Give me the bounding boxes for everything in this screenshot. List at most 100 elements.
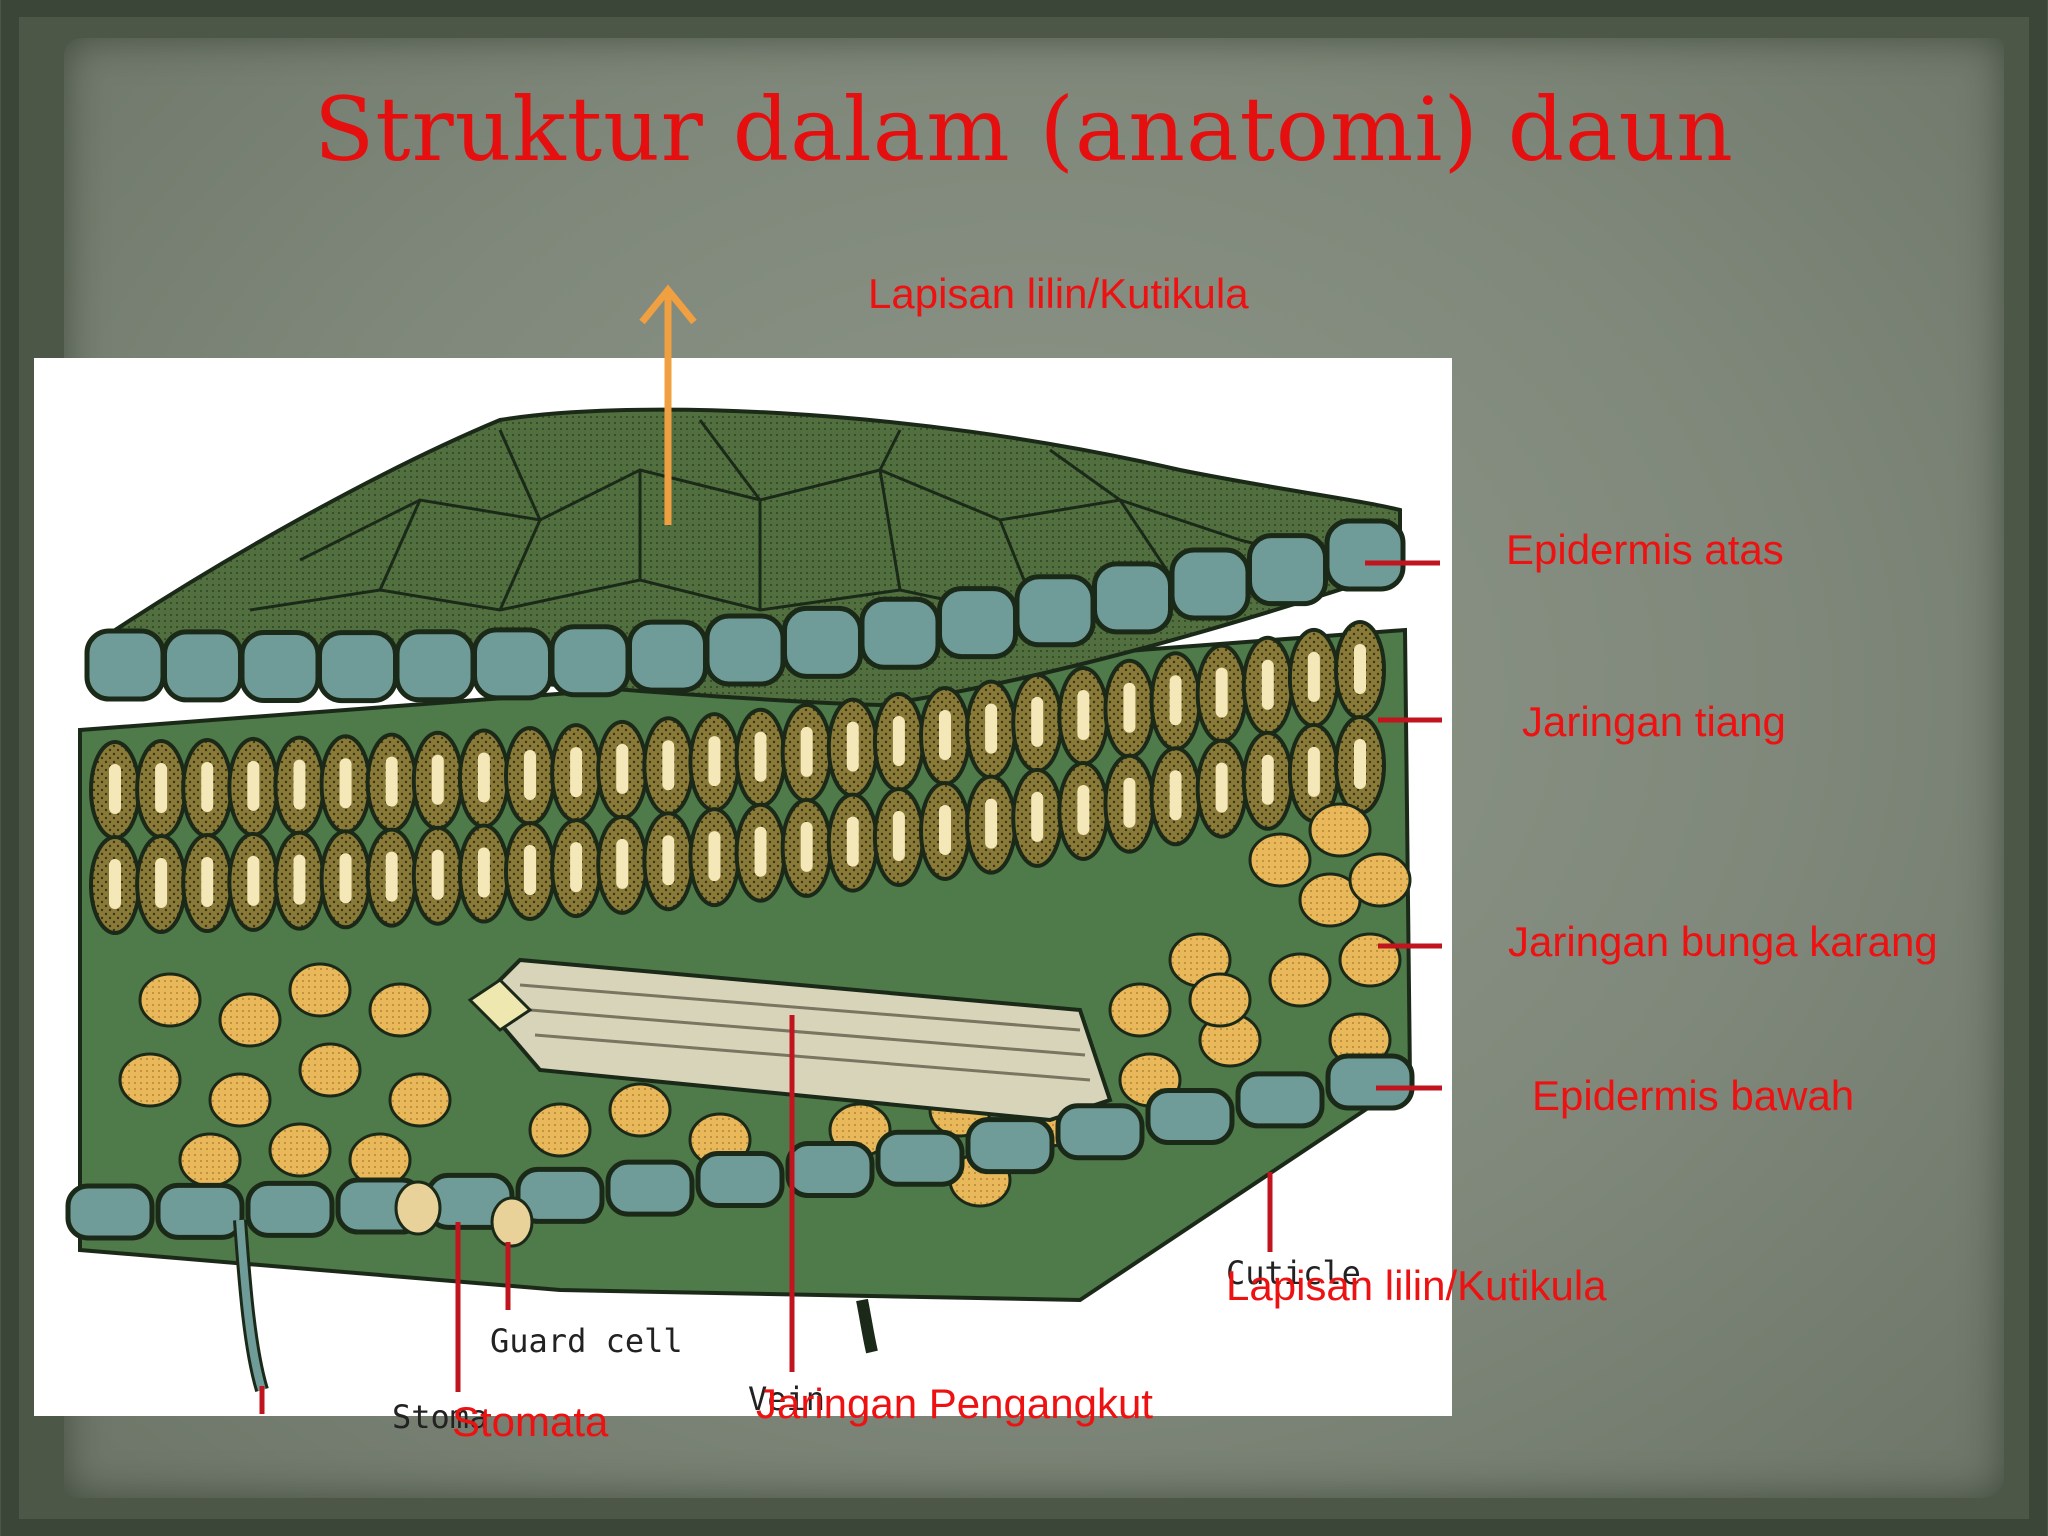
guard-cell-right	[490, 1196, 534, 1248]
palisade-vacuole	[1123, 777, 1136, 828]
palisade-vacuole	[985, 703, 998, 754]
spongy-cell	[1248, 832, 1312, 888]
palisade-vacuole	[524, 844, 536, 895]
spongy-cell	[218, 992, 282, 1048]
upper-epidermis-cell	[394, 629, 476, 703]
upper-epidermis-cell	[1092, 561, 1173, 635]
spongy-cell	[178, 1132, 242, 1188]
label-upper-epidermis: Epidermis atas	[1506, 526, 1784, 573]
palisade-vacuole	[800, 726, 813, 777]
upper-epidermis-cell	[782, 605, 863, 679]
palisade-vacuole	[431, 754, 444, 805]
diagram-label-cuticle: Cuticle	[1226, 1254, 1361, 1292]
palisade-vacuole	[1354, 739, 1366, 789]
palisade-vacuole	[754, 826, 767, 877]
palisade-vacuole	[616, 838, 629, 889]
palisade-vacuole	[201, 762, 214, 813]
diagram-label-vein: Vein	[748, 1380, 825, 1418]
palisade-vacuole	[939, 804, 951, 855]
lower-epidermis-cell	[155, 1182, 245, 1240]
palisade-vacuole	[939, 709, 951, 760]
spongy-cell	[268, 1122, 332, 1178]
label-spongy: Jaringan bunga karang	[1508, 918, 1938, 965]
palisade-vacuole	[1354, 644, 1366, 694]
spongy-cell	[388, 1072, 452, 1128]
palisade-vacuole	[385, 851, 398, 902]
upper-epidermis-cell	[627, 619, 708, 693]
palisade-vacuole	[1077, 784, 1090, 835]
palisade-vacuole	[570, 842, 583, 893]
vein-bundle	[467, 957, 1113, 1123]
lower-epidermis-cell	[785, 1141, 875, 1199]
lower-epidermis-cell	[965, 1117, 1055, 1175]
palisade-vacuole	[570, 747, 583, 798]
lower-epidermis-cell	[1235, 1071, 1325, 1129]
palisade-vacuole	[1031, 696, 1044, 747]
palisade-vacuole	[662, 740, 675, 791]
lower-epidermis-cell	[245, 1180, 335, 1238]
palisade-cells	[89, 620, 1386, 935]
label-leader-lines	[259, 560, 1442, 1414]
palisade-vacuole	[662, 835, 675, 886]
label-palisade: Jaringan tiang	[1522, 698, 1786, 745]
palisade-vacuole	[1077, 689, 1090, 740]
palisade-vacuole	[1169, 770, 1182, 821]
palisade-vacuole	[1307, 746, 1320, 797]
upper-epidermis-cell	[704, 613, 786, 687]
guard-cell-left	[394, 1180, 442, 1236]
palisade-vacuole	[155, 763, 168, 814]
palisade-vacuole	[846, 721, 859, 772]
palisade-vacuole	[477, 752, 490, 803]
palisade-vacuole	[708, 736, 721, 787]
palisade-vacuole	[524, 749, 536, 800]
upper-epidermis-cell	[1014, 574, 1096, 648]
palisade-vacuole	[1307, 651, 1320, 702]
lower-epidermis-cell	[515, 1166, 605, 1224]
lower-epidermis-cell	[605, 1159, 695, 1217]
palisade-vacuole	[616, 743, 629, 794]
label-cuticle-bottom: Lapisan lilin/Kutikula	[1226, 1262, 1607, 1309]
palisade-vacuole	[1031, 791, 1044, 842]
spongy-cell	[118, 1052, 182, 1108]
spongy-cell	[1268, 952, 1332, 1008]
label-lower-epidermis: Epidermis bawah	[1532, 1072, 1855, 1119]
epidermal-hair-inner	[236, 1219, 266, 1392]
lower-epidermis-cell	[1055, 1103, 1145, 1161]
palisade-vacuole	[892, 810, 905, 861]
lower-epidermis-cell	[1325, 1053, 1415, 1111]
upper-epidermis-cells	[84, 518, 1406, 704]
upper-epidermis-cell	[859, 596, 941, 670]
palisade-vacuole	[109, 859, 121, 909]
upper-epidermis-cell	[1169, 547, 1251, 621]
lower-epidermis-cell	[695, 1151, 785, 1208]
spongy-cell	[368, 982, 432, 1038]
palisade-vacuole	[846, 816, 859, 867]
palisade-vacuole	[800, 821, 813, 872]
lower-epidermis-cell	[1145, 1087, 1235, 1145]
spongy-cell	[528, 1102, 592, 1158]
palisade-vacuole	[1261, 659, 1274, 710]
palisade-vacuole	[247, 855, 260, 906]
lower-epidermis-cell	[875, 1129, 965, 1187]
spongy-cell	[288, 962, 352, 1018]
palisade-vacuole	[1169, 675, 1182, 726]
palisade-vacuole	[985, 798, 998, 849]
palisade-vacuole	[431, 849, 444, 900]
upper-epidermis-cell	[1324, 518, 1406, 592]
palisade-vacuole	[754, 731, 767, 782]
label-vascular: Jaringan Pengangkut	[756, 1380, 1153, 1427]
spongy-cell	[608, 1082, 672, 1138]
diagram-label-guard-cell: Guard cell	[490, 1322, 683, 1360]
cuticle-arrow	[639, 284, 697, 525]
palisade-vacuole	[892, 715, 905, 766]
upper-epidermis-cell	[1247, 533, 1328, 607]
palisade-vacuole	[385, 756, 398, 807]
upper-epidermis-cell	[239, 630, 321, 704]
spongy-cell	[1338, 932, 1402, 988]
slide-title: Struktur dalam (anatomi) daun	[314, 78, 1734, 181]
upper-epidermis-cell	[162, 629, 243, 703]
palisade-vacuole	[1123, 682, 1136, 733]
palisade-vacuole	[708, 831, 721, 882]
